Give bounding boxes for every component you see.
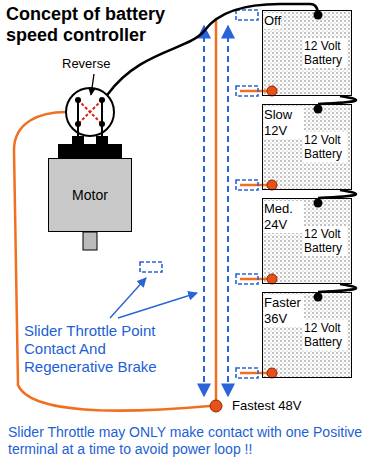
- battery-fill: [262, 292, 352, 378]
- slider-travel-arrow: [203, 26, 205, 396]
- reverse-switch: [78, 100, 102, 124]
- contact-pad: [236, 368, 258, 378]
- series-wire: [318, 284, 356, 292]
- pointer-line: [118, 293, 197, 318]
- negative-terminal: [314, 293, 323, 302]
- battery-fill: [262, 104, 352, 190]
- battery-label: 12 Volt Battery: [303, 38, 347, 68]
- orange-wire: [240, 278, 268, 281]
- positive-terminal: [267, 368, 277, 378]
- motor-box: Motor: [48, 158, 132, 232]
- orange-wire: [240, 372, 268, 375]
- reverse-switch: [75, 97, 81, 103]
- contact-pad: [236, 86, 258, 96]
- orange-wire: [14, 112, 210, 411]
- contact-pad: [140, 262, 162, 272]
- reverse-leader: [91, 74, 94, 95]
- series-wire: [318, 190, 356, 198]
- orange-wire: [14, 18, 268, 411]
- motor-terminals: [58, 136, 122, 158]
- reverse-switch: [101, 100, 103, 124]
- diagram-title: Concept of battery speed controller: [6, 4, 211, 46]
- speed-label: Slow 12V: [264, 107, 304, 139]
- reverse-switch: [77, 100, 79, 124]
- negative-terminal: [314, 199, 323, 208]
- reverse-switch: [78, 100, 102, 124]
- battery-label: 12 Volt Battery: [303, 132, 347, 162]
- slider-travel-arrow: [227, 26, 229, 396]
- reverse-switch: [66, 88, 114, 136]
- battery-label: 12 Volt Battery: [303, 320, 347, 350]
- contact-pad: [236, 180, 258, 190]
- reverse-switch: [77, 124, 79, 138]
- battery-fill: [262, 198, 352, 284]
- pointer-line: [110, 278, 197, 318]
- battery-label: 12 Volt Battery: [303, 226, 347, 256]
- motor-shaft: [83, 232, 97, 250]
- reverse-switch: [99, 97, 105, 103]
- positive-terminal: [267, 180, 277, 190]
- orange-wire: [215, 18, 218, 404]
- switch-label: Reverse: [62, 56, 110, 72]
- speed-label: Off: [264, 13, 281, 29]
- slider-note: Slider Throttle Point Contact And Regene…: [24, 322, 164, 376]
- orange-wire: [240, 90, 268, 93]
- caption-note: Slider Throttle may ONLY make contact wi…: [8, 424, 376, 458]
- positive-terminal: [210, 400, 222, 412]
- negative-terminal: [314, 105, 323, 114]
- battery-fill: [262, 10, 352, 96]
- contact-pad: [236, 274, 258, 284]
- speed-label: Fastest 48V: [232, 398, 301, 414]
- motor-terminals: [96, 136, 108, 145]
- series-wire: [318, 96, 356, 104]
- speed-label: Faster 36V: [264, 295, 304, 327]
- pointer-line: [110, 278, 146, 318]
- positive-terminal: [267, 86, 277, 96]
- reverse-switch: [66, 88, 114, 138]
- battery-fill: [262, 10, 352, 378]
- motor-label: Motor: [72, 187, 108, 203]
- motor-terminals: [72, 136, 84, 145]
- orange-wire: [240, 184, 268, 187]
- speed-label: Med. 24V: [264, 201, 304, 233]
- reverse-switch: [101, 124, 103, 138]
- positive-terminal: [267, 274, 277, 284]
- motor-terminals: [58, 144, 122, 158]
- contact-pad: [236, 10, 258, 20]
- slider-travel-arrow: [204, 26, 228, 396]
